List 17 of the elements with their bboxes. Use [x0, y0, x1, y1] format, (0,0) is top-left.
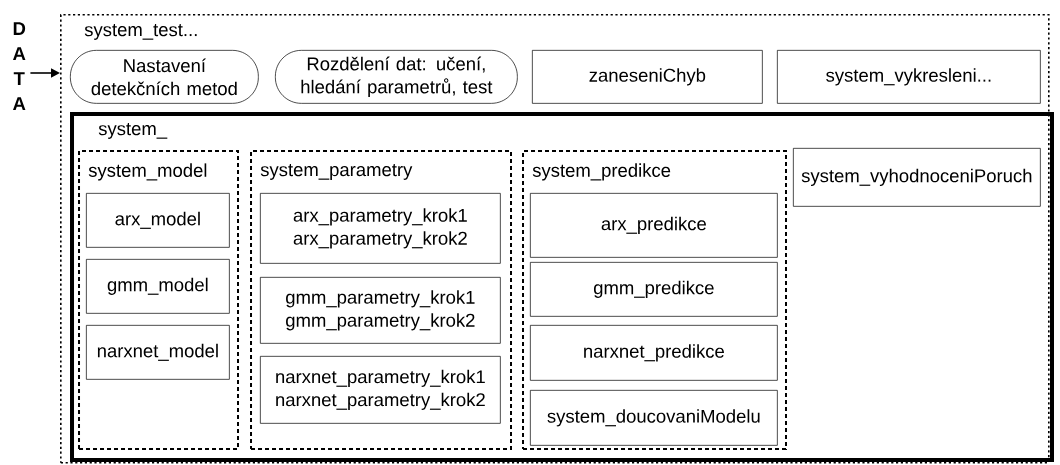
process-box: gmm_model [86, 259, 230, 314]
arrow [29, 68, 60, 78]
rounded-box: Nastavení detekčních metod [70, 50, 259, 104]
process-box: system_vykresleni... [777, 50, 1041, 104]
process-box: narxnet_predikce [530, 325, 778, 381]
process-box: system_vyhodnoceniPoruch [793, 148, 1041, 207]
process-box: arx_predikce [530, 193, 778, 258]
process-box: gmm_predikce [530, 262, 778, 317]
process-box: gmm_parametry_krok1 gmm_parametry_krok2 [260, 277, 501, 344]
process-box: system_doucovaniModelu [530, 390, 778, 446]
process-box: arx_parametry_krok1 arx_parametry_krok2 [260, 193, 501, 264]
process-box: narxnet_parametry_krok1 narxnet_parametry_krok2 [260, 356, 501, 424]
input-label: D A T A [13, 22, 26, 110]
process-box: narxnet_model [86, 325, 230, 380]
process-box: arx_model [86, 193, 230, 248]
process-box: zaneseniChyb [532, 50, 763, 104]
rounded-box: Rozdělení dat: učení, hledání parametrů, test [275, 50, 518, 104]
